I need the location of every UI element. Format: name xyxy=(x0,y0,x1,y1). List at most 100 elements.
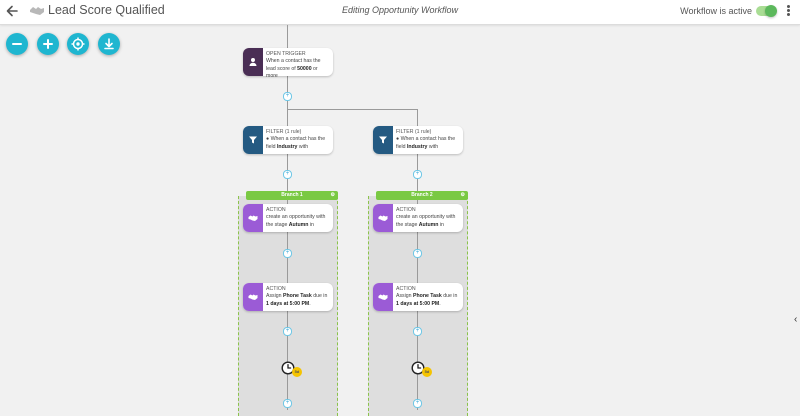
workflow-active-toggle[interactable] xyxy=(756,5,777,17)
handshake-icon xyxy=(30,7,44,15)
filter-node-1[interactable]: FILTER (1 rule) ● When a contact has the… xyxy=(243,126,333,154)
branch-header-2[interactable]: Branch 2 ⚙ xyxy=(376,191,468,200)
connector xyxy=(287,109,418,110)
connector xyxy=(287,153,288,205)
action-desc: Assign xyxy=(396,293,414,300)
filter-icon xyxy=(249,136,257,144)
add-step-button[interactable]: + xyxy=(283,249,292,258)
add-step-button[interactable]: + xyxy=(283,92,292,101)
filter-count: (1 rule) xyxy=(284,129,302,135)
action-text: ACTION create an opportunity with the st… xyxy=(396,207,460,229)
delay-badge: 5d xyxy=(292,367,302,377)
handshake-icon xyxy=(248,215,258,221)
filter-desc: ● When a contact has the field xyxy=(266,136,326,150)
action-due: 1 days at 5:00 PM xyxy=(266,300,310,307)
action-task: Phone Task xyxy=(413,293,442,300)
action-title: ACTION xyxy=(266,286,286,292)
action-icon-tile xyxy=(243,283,263,311)
action-stage: Autumn xyxy=(418,221,439,228)
recenter-button[interactable] xyxy=(67,33,89,55)
trigger-icon-tile xyxy=(243,48,263,76)
gear-icon[interactable]: ⚙ xyxy=(460,192,465,198)
filter-text: FILTER (1 rule) ● When a contact has the… xyxy=(266,129,330,151)
add-step-button[interactable]: + xyxy=(413,327,422,336)
action-desc: create an opportunity with the stage xyxy=(396,214,456,228)
action-text: ACTION create an opportunity with the st… xyxy=(266,207,330,229)
handshake-icon xyxy=(248,294,258,300)
filter-field: Industry xyxy=(276,143,298,150)
action-desc-end: in xyxy=(438,221,444,228)
download-button[interactable] xyxy=(98,33,120,55)
plus-icon xyxy=(43,39,53,49)
connector xyxy=(287,232,288,284)
filter-desc: ● When a contact has the field xyxy=(396,136,456,150)
action-desc-end: . xyxy=(439,300,441,307)
action-node[interactable]: ACTION create an opportunity with the st… xyxy=(243,204,333,232)
action-desc: create an opportunity with the stage xyxy=(266,214,326,228)
action-title: ACTION xyxy=(266,207,286,213)
action-node[interactable]: ACTION create an opportunity with the st… xyxy=(373,204,463,232)
connector xyxy=(287,76,288,126)
zoom-out-button[interactable] xyxy=(6,33,28,55)
gear-icon[interactable]: ⚙ xyxy=(330,192,335,198)
crosshair-icon xyxy=(71,37,85,51)
add-step-button[interactable]: + xyxy=(413,399,422,408)
connector xyxy=(287,25,288,49)
add-step-button[interactable]: + xyxy=(413,249,422,258)
filter-node-2[interactable]: FILTER (1 rule) ● When a contact has the… xyxy=(373,126,463,154)
action-title: ACTION xyxy=(396,286,416,292)
add-step-button[interactable]: + xyxy=(283,399,292,408)
branch-label: Branch 2 xyxy=(411,192,433,198)
zoom-in-button[interactable] xyxy=(37,33,59,55)
trigger-desc-end: or more xyxy=(266,65,318,80)
branch-label: Branch 1 xyxy=(281,192,303,198)
filter-icon-tile xyxy=(243,126,263,154)
kebab-menu-icon[interactable] xyxy=(784,4,792,20)
user-icon xyxy=(249,58,257,66)
handshake-icon xyxy=(378,215,388,221)
filter-desc-end: with xyxy=(297,143,309,150)
trigger-text: OPEN TRIGGER When a contact has the lead… xyxy=(266,51,330,81)
connector xyxy=(417,310,418,410)
action-desc-mid: due in xyxy=(441,293,458,300)
top-bar: Lead Score Qualified Editing Opportunity… xyxy=(0,0,800,25)
filter-icon xyxy=(379,136,387,144)
action-icon-tile xyxy=(243,204,263,232)
trigger-score: 50000 xyxy=(297,65,312,72)
action-desc: Assign xyxy=(266,293,284,300)
branch-header-1[interactable]: Branch 1 ⚙ xyxy=(246,191,338,200)
action-node[interactable]: ACTION Assign Phone Task due in 1 days a… xyxy=(243,283,333,311)
trigger-node[interactable]: OPEN TRIGGER When a contact has the lead… xyxy=(243,48,333,79)
download-icon xyxy=(104,38,114,50)
minus-icon xyxy=(12,43,22,45)
workflow-title: Lead Score Qualified xyxy=(48,3,165,17)
action-task: Phone Task xyxy=(283,293,312,300)
arrow-left-icon[interactable] xyxy=(4,3,20,19)
connector xyxy=(287,310,288,410)
action-text: ACTION Assign Phone Task due in 1 days a… xyxy=(266,286,330,308)
add-step-button[interactable]: + xyxy=(283,170,292,179)
toggle-knob xyxy=(765,5,777,17)
action-icon-tile xyxy=(373,204,393,232)
workflow-active-label: Workflow is active xyxy=(680,6,752,16)
trigger-desc: When a contact has the lead score of xyxy=(266,58,321,72)
action-text: ACTION Assign Phone Task due in 1 days a… xyxy=(396,286,460,308)
side-panel-toggle[interactable]: ‹ xyxy=(794,314,798,325)
handshake-icon xyxy=(378,294,388,300)
filter-text: FILTER (1 rule) ● When a contact has the… xyxy=(396,129,460,151)
action-node[interactable]: ACTION Assign Phone Task due in 1 days a… xyxy=(373,283,463,311)
action-icon-tile xyxy=(373,283,393,311)
filter-icon-tile xyxy=(373,126,393,154)
connector xyxy=(417,153,418,205)
action-stage: Autumn xyxy=(288,221,309,228)
action-due: 1 days at 5:00 PM xyxy=(396,300,440,307)
add-step-button[interactable]: + xyxy=(413,170,422,179)
connector xyxy=(417,109,418,126)
trigger-title: OPEN TRIGGER xyxy=(266,51,306,57)
delay-badge: 5d xyxy=(422,367,432,377)
filter-count: (1 rule) xyxy=(414,129,432,135)
filter-desc-end: with xyxy=(427,143,439,150)
add-step-button[interactable]: + xyxy=(283,327,292,336)
filter-field: Industry xyxy=(406,143,428,150)
